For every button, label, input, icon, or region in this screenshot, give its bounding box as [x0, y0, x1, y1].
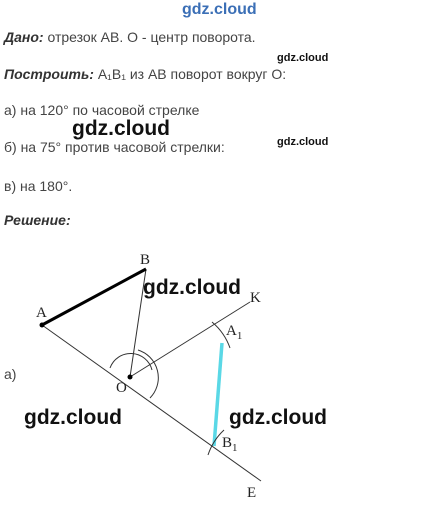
label-B: B	[140, 252, 150, 268]
given-text: отрезок AB. O - центр поворота.	[43, 29, 256, 45]
label-O: O	[116, 380, 127, 396]
compass-arc-A1	[211, 321, 231, 349]
label-E: E	[247, 485, 256, 501]
item-c: в) на 180°.	[4, 178, 73, 194]
figure-part-label: а)	[4, 366, 17, 382]
watermark-large-1: gdz.cloud	[72, 117, 170, 140]
angle-arc-1	[109, 352, 153, 371]
ray-OE	[41, 324, 262, 482]
segment-AB	[41, 267, 147, 327]
label-A: A	[36, 305, 47, 321]
segment-A1B1	[212, 342, 224, 447]
item-a: а) на 120° по часовой стрелке	[4, 102, 200, 118]
construct-text: A₁B₁ из AB поворот вокруг O:	[93, 66, 287, 82]
label-B1: B1	[222, 435, 238, 454]
label-A1-letter: A	[226, 323, 237, 339]
watermark-large-3: gdz.cloud	[24, 406, 122, 429]
item-b: б) на 75° против часовой стрелки:	[4, 139, 225, 155]
label-A1: A1	[226, 323, 242, 342]
given-label: Дано:	[4, 29, 44, 45]
ray-OK	[129, 301, 251, 378]
point-O	[127, 374, 133, 380]
angle-arc-2	[137, 349, 159, 399]
watermark-large-4: gdz.cloud	[229, 406, 327, 429]
watermark-large-2: gdz.cloud	[143, 276, 241, 299]
label-B1-sub: 1	[232, 442, 238, 454]
compass-arc-B1	[207, 429, 225, 456]
construct-line: Построить: A₁B₁ из AB поворот вокруг O:	[4, 66, 286, 82]
watermark-small-1: gdz.cloud	[277, 52, 329, 64]
given-line: Дано: отрезок AB. O - центр поворота.	[4, 29, 256, 45]
solution-label: Решение:	[4, 212, 71, 228]
watermark-small-2: gdz.cloud	[277, 136, 329, 148]
watermark-top: gdz.cloud	[182, 1, 257, 18]
label-K: K	[250, 290, 261, 306]
construct-label: Построить:	[4, 66, 94, 82]
point-A	[39, 322, 45, 328]
label-A1-sub: 1	[237, 330, 243, 342]
line-OB	[129, 268, 147, 378]
label-B1-letter: B	[222, 435, 232, 451]
